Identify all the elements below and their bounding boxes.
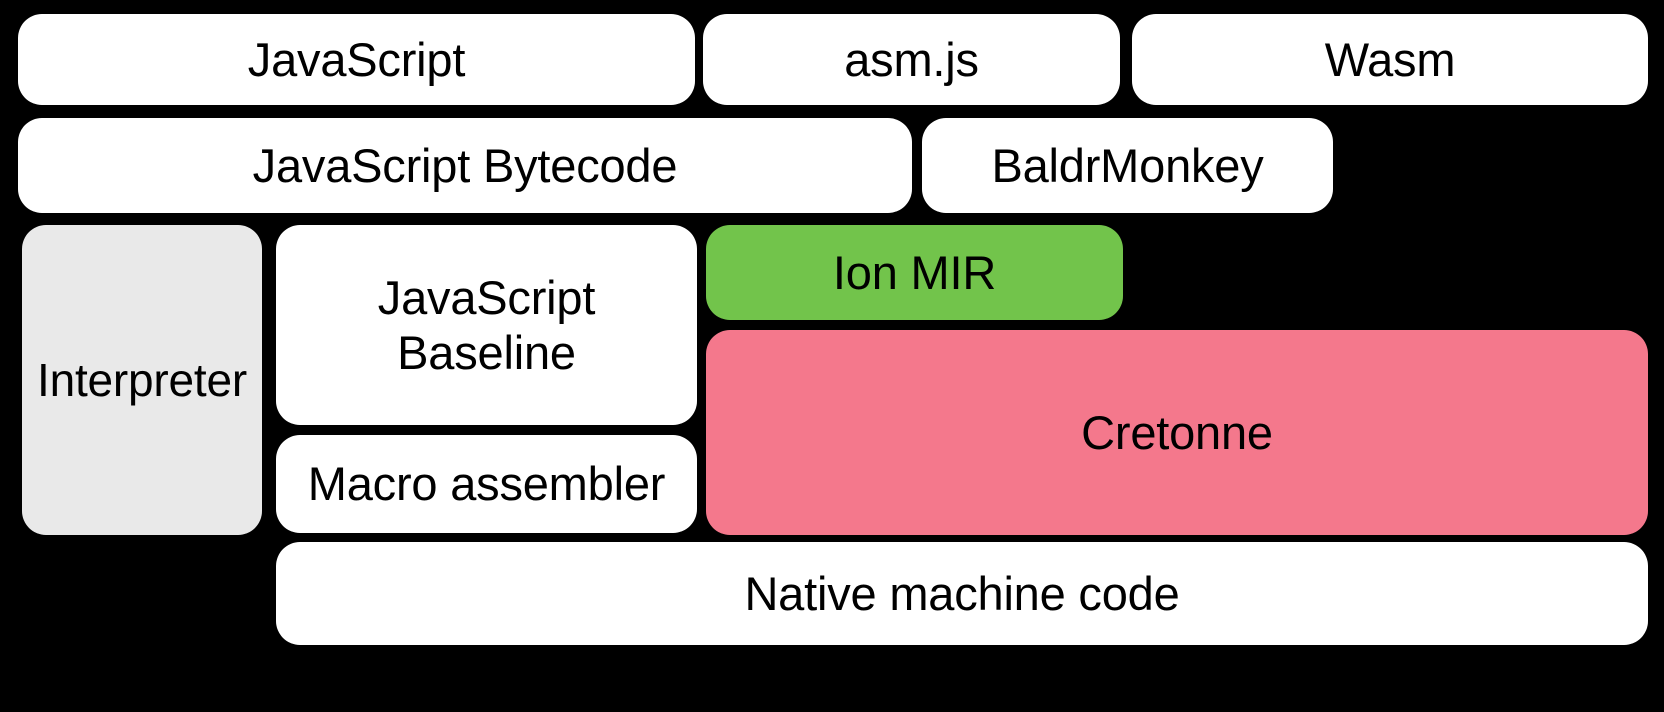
box-baldrmonkey: BaldrMonkey [922,118,1333,213]
box-javascript-baseline: JavaScript Baseline [276,225,697,425]
box-javascript-bytecode: JavaScript Bytecode [18,118,912,213]
box-native-machine-code: Native machine code [276,542,1648,645]
box-cretonne: Cretonne [706,330,1648,535]
box-wasm: Wasm [1132,14,1648,105]
box-asm-js: asm.js [703,14,1120,105]
box-macro-assembler: Macro assembler [276,435,697,533]
box-javascript: JavaScript [18,14,695,105]
box-ion-mir: Ion MIR [706,225,1123,320]
box-interpreter: Interpreter [22,225,262,535]
